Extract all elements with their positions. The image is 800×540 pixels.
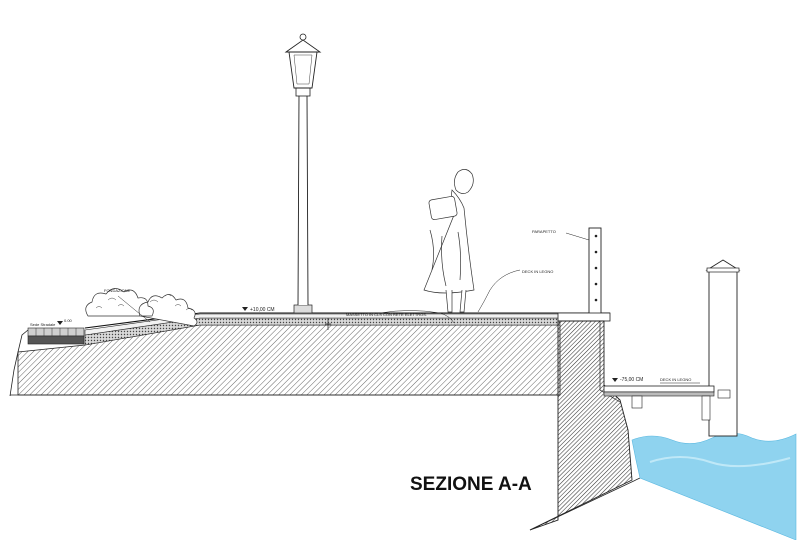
parapet-post bbox=[588, 227, 602, 315]
leader-pavement bbox=[379, 310, 455, 324]
label-road-level: 0.00 bbox=[64, 318, 73, 323]
leader-fondazione bbox=[117, 295, 151, 323]
label-pontoon-deck: DECK IN LEGNO bbox=[660, 377, 691, 382]
leader-deck bbox=[477, 269, 521, 313]
road-curb bbox=[27, 327, 85, 337]
wall-face bbox=[599, 321, 621, 403]
pontoon-deck bbox=[603, 385, 731, 421]
section-title: SEZIONE A-A bbox=[410, 474, 532, 495]
bush-texture bbox=[95, 294, 193, 311]
person-figure bbox=[423, 169, 475, 313]
label-promenade-level: +10,00 CM bbox=[250, 307, 275, 313]
bushes bbox=[85, 288, 198, 327]
ground-irregular-edge bbox=[9, 329, 29, 397]
label-pavement-note: MASSETTO IN CLS CON RETE ELETTROS. bbox=[346, 312, 427, 317]
road-bricks bbox=[35, 328, 77, 336]
pavement-surface bbox=[84, 312, 610, 329]
label-sede-stradale: Sede Stradale bbox=[30, 322, 56, 327]
level-marker-pontoon bbox=[612, 378, 618, 382]
level-marker-promenade bbox=[242, 307, 248, 311]
retaining-wall bbox=[529, 320, 633, 531]
label-pontoon-level: -75,00 CM bbox=[620, 377, 643, 383]
road-base bbox=[27, 335, 85, 345]
water-wave bbox=[649, 456, 791, 468]
label-deck: DECK IN LEGNO bbox=[522, 269, 553, 274]
wall-foot bbox=[529, 477, 641, 531]
label-fondazione: FONDAZIONE bbox=[104, 288, 131, 293]
quay-cap bbox=[557, 312, 611, 322]
level-marker-road bbox=[57, 321, 63, 325]
pontoon-pillar bbox=[705, 259, 741, 437]
drain-marker bbox=[325, 318, 331, 330]
label-parapet: PARAPETTO bbox=[532, 229, 556, 234]
leader-parapet bbox=[565, 232, 590, 241]
water bbox=[631, 432, 797, 540]
street-lamp bbox=[284, 33, 322, 314]
